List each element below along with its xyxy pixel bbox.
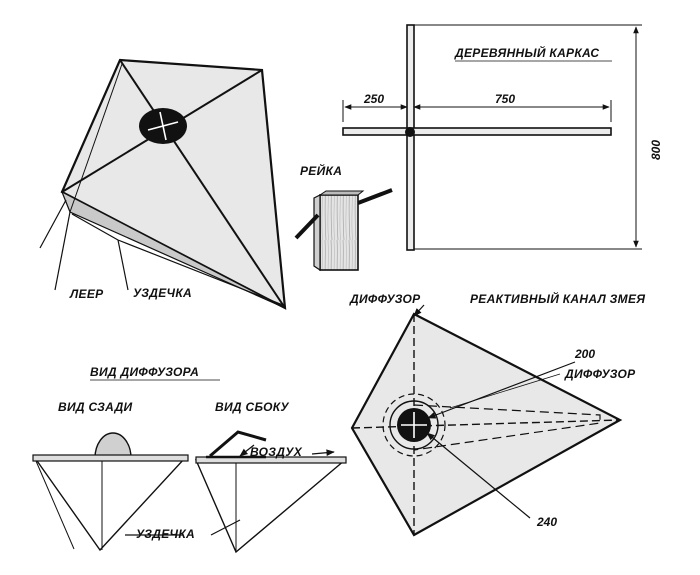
jet-channel-drawing bbox=[350, 304, 623, 537]
kite-sail-shadow bbox=[60, 190, 286, 309]
rear-view-drawing bbox=[32, 432, 189, 552]
dim-200: 200 bbox=[574, 347, 595, 361]
diffuser-top-label: ДИФФУЗОР bbox=[349, 292, 421, 306]
diffuser-view-title: ВИД ДИФФУЗОРА bbox=[90, 365, 199, 379]
kite-edge bbox=[61, 59, 121, 193]
leer-label: ЛЕЕР bbox=[69, 287, 104, 301]
dim-240-line bbox=[426, 432, 531, 519]
slat-rod-left bbox=[294, 213, 320, 240]
frame-crossbar bbox=[342, 127, 612, 136]
kite-sail bbox=[60, 58, 287, 310]
air-label: ВОЗДУХ bbox=[250, 445, 303, 459]
bridle-line bbox=[71, 213, 119, 241]
frame-spar bbox=[406, 24, 415, 251]
dim-250: 250 bbox=[363, 92, 384, 106]
slat-rod-right bbox=[357, 188, 393, 205]
dim-200-line bbox=[427, 361, 576, 419]
kite-perspective bbox=[39, 58, 287, 310]
bridle-label-top: УЗДЕЧКА bbox=[133, 286, 192, 300]
dim-750: 750 bbox=[495, 92, 515, 106]
jet-channel-title: РЕАКТИВНЫЙ КАНАЛ ЗМЕЯ bbox=[470, 290, 645, 306]
frame-joint bbox=[405, 127, 415, 137]
bridle-pointer bbox=[117, 239, 129, 291]
bridle-label-bottom: УЗДЕЧКА bbox=[136, 527, 195, 541]
dim-240: 240 bbox=[536, 515, 557, 529]
diffuser-right-label: ДИФФУЗОР bbox=[564, 367, 636, 381]
side-view-label: ВИД СБОКУ bbox=[215, 400, 289, 414]
wooden-frame bbox=[342, 24, 642, 251]
rear-view-label: ВИД СЗАДИ bbox=[58, 400, 133, 414]
slat-drawing bbox=[294, 188, 393, 272]
side-view-drawing bbox=[194, 430, 347, 554]
frame-title: ДЕРЕВЯННЫЙ КАРКАС bbox=[454, 44, 599, 60]
slat-label: РЕЙКА bbox=[300, 162, 342, 178]
kite-spar bbox=[119, 59, 286, 309]
kite-edge-2 bbox=[69, 63, 123, 213]
dim-800: 800 bbox=[649, 140, 663, 160]
leer-line bbox=[39, 199, 67, 249]
leer-pointer bbox=[54, 211, 71, 291]
jet-channel-outline bbox=[413, 404, 601, 451]
